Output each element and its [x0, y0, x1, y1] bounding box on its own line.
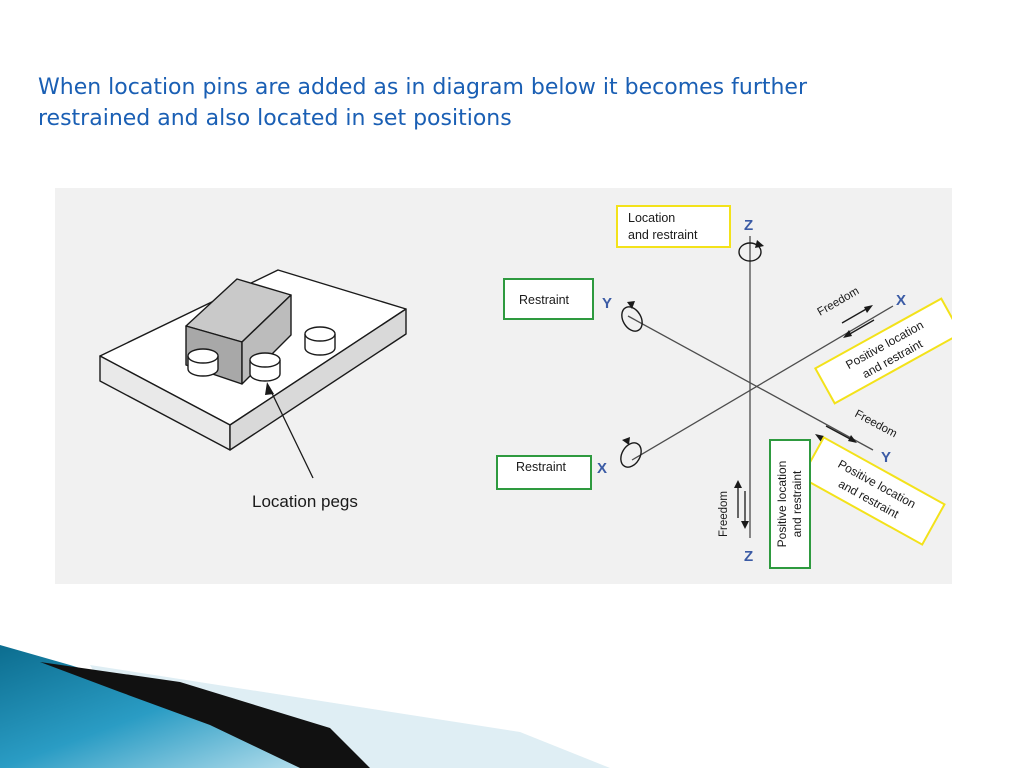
x-axis-left-label: X	[597, 460, 607, 477]
positive-location-box-y: Positive location and restraint	[800, 436, 946, 546]
location-peg	[249, 352, 281, 382]
freedom-label-y: Freedom	[853, 408, 899, 440]
rotation-arrow-z	[738, 240, 764, 262]
freedom-label-x: Freedom	[816, 285, 862, 318]
z-axis-bottom-label: Z	[744, 548, 753, 565]
z-axis-top-label: Z	[744, 217, 753, 234]
location-restraint-line-1: Location	[628, 211, 675, 225]
slide-text-line-1: When location pins are added as in diagr…	[38, 75, 808, 100]
restraint-box-lower: Restraint	[496, 455, 592, 490]
slide-text-line-2: restrained and also located in set posit…	[38, 106, 512, 131]
rotation-arrow-y	[621, 301, 643, 332]
positive-location-box-x: Positive location and restraint	[813, 297, 952, 405]
base-plate-front-right	[229, 308, 407, 451]
y-axis-left-label: Y	[602, 295, 612, 312]
swoosh-dark-band	[40, 662, 370, 768]
y-axis	[627, 315, 874, 451]
positive-location-box-z: Positive location and restraint	[769, 439, 811, 569]
freedom-label-z: Freedom	[718, 491, 730, 537]
restraint-lower-label: Restraint	[516, 460, 567, 474]
location-peg	[187, 348, 219, 377]
diagram-panel: Location pegs Z Z X X Y Y	[55, 188, 952, 584]
location-pegs-label: Location pegs	[252, 492, 358, 511]
location-peg	[304, 326, 336, 356]
y-axis-right-label: Y	[881, 449, 891, 466]
callout-arrow	[265, 382, 314, 479]
translation-arrows-x	[841, 305, 875, 338]
diagram-svg: Location pegs Z Z X X Y Y	[99, 205, 952, 569]
restraint-upper-label: Restraint	[519, 293, 570, 307]
slide-text: When location pins are added as in diagr…	[38, 72, 938, 134]
location-restraint-box: Location and restraint	[616, 205, 731, 248]
translation-arrows-z	[734, 480, 749, 529]
positive-location-z-line-1: Positive location	[775, 461, 789, 548]
restraint-box-upper: Restraint	[503, 278, 594, 320]
positive-location-z-line-2: and restraint	[790, 470, 804, 537]
x-axis-right-label: X	[896, 292, 906, 309]
decorative-swoosh	[0, 645, 610, 768]
workpiece-figure	[99, 269, 407, 451]
location-restraint-line-2: and restraint	[628, 228, 698, 242]
rotation-arrow-x	[620, 437, 642, 468]
